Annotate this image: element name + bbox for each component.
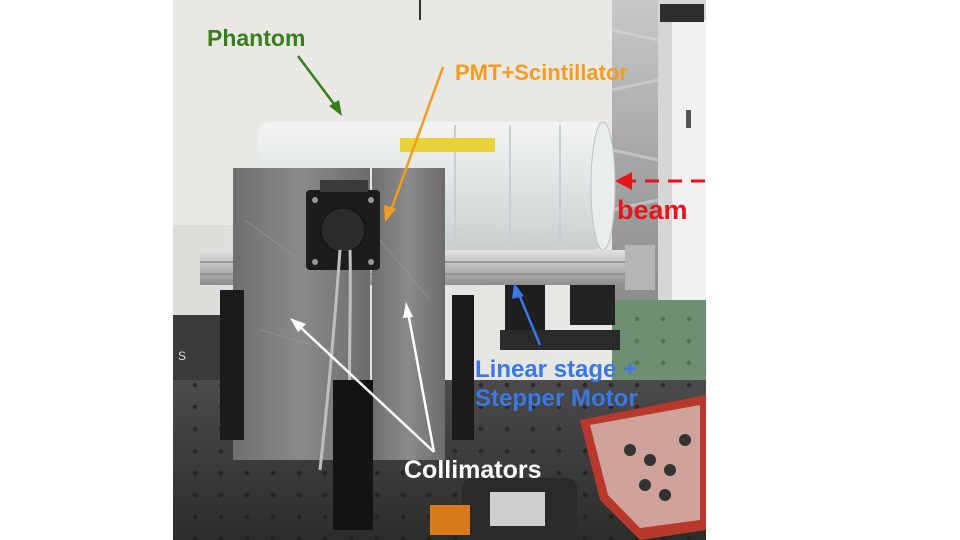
pmt-arrow (384, 66, 445, 222)
beam-arrow (615, 172, 705, 190)
collimator-arrows (290, 302, 436, 453)
label-linear-stage-line2: Stepper Motor (475, 385, 638, 412)
svg-text:S: S (178, 349, 186, 363)
label-phantom: Phantom (207, 25, 306, 51)
label-pmt-scintillator: PMT+Scintillator (455, 60, 628, 85)
label-collimators: Collimators (404, 456, 542, 484)
label-beam: beam (617, 195, 688, 225)
parts-box (580, 395, 706, 540)
label-linear-stage-line1: Linear stage + (475, 356, 638, 383)
linear-stage-arrow (512, 283, 542, 346)
label-linear-stage: Linear stage + Stepper Motor (475, 355, 638, 413)
pmt-scintillator (306, 180, 380, 530)
phantom-arrow (297, 55, 342, 116)
tape-measure (430, 478, 577, 540)
